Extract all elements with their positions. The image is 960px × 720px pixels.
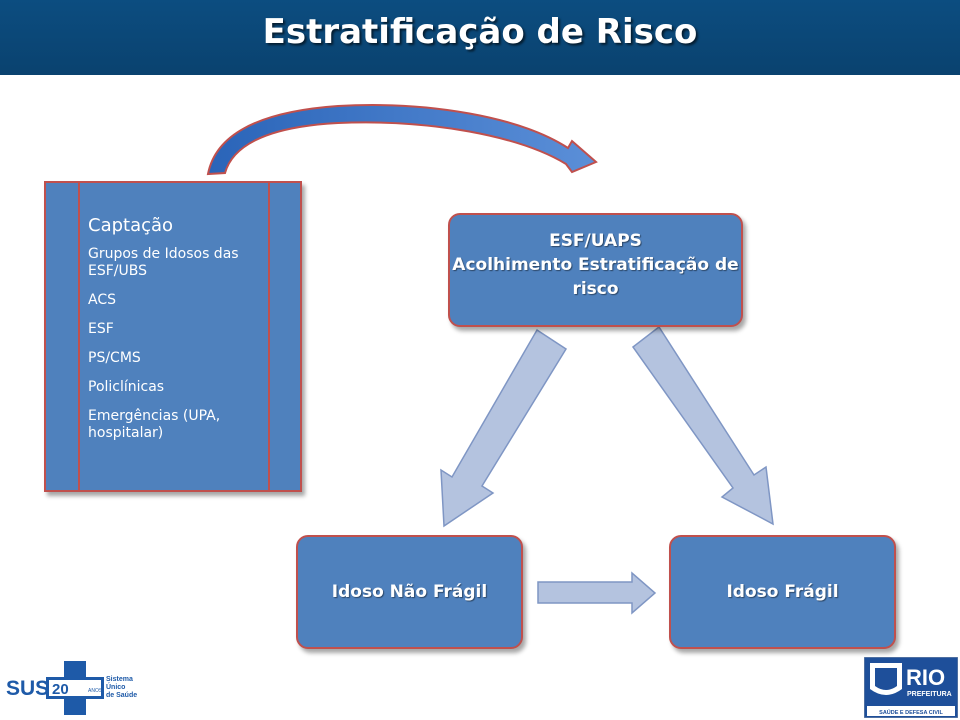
idoso-fragil-box: Idoso Frágil: [669, 535, 896, 649]
captacao-item: Grupos de Idosos das ESF/UBS: [88, 246, 239, 279]
esf-uaps-box: ESF/UAPS Acolhimento Estratificação de r…: [448, 213, 743, 327]
sus-logo-years: 20: [52, 681, 69, 698]
arrow-esf-to-fragil: [631, 325, 774, 526]
sus-logo-name-3: de Saúde: [106, 692, 137, 699]
esf-subtitle: Acolhimento Estratificação de risco: [452, 255, 739, 299]
arrow-nao-fragil-to-fragil: [537, 571, 657, 615]
sus-logo-anos: ANOS: [88, 688, 103, 694]
captacao-item: ESF: [88, 321, 114, 337]
captacao-panel: Captação Grupos de Idosos das ESF/UBS AC…: [44, 181, 302, 492]
esf-title: ESF/UAPS: [549, 231, 642, 251]
sus-20-anos-logo: SUS 20 ANOS Sistema Único de Saúde: [6, 661, 137, 715]
rio-prefeitura-logo: RIO PREFEITURA SAÚDE E DEFESA CIVIL: [864, 657, 958, 718]
rio-logo-dept: SAÚDE E DEFESA CIVIL: [879, 709, 943, 716]
curved-arrow: [206, 104, 598, 176]
captacao-content: Captação Grupos de Idosos das ESF/UBS AC…: [88, 215, 268, 454]
sus-logo-name-2: Único: [106, 682, 125, 691]
arrow-esf-to-nao-fragil: [440, 328, 568, 528]
captacao-item: PS/CMS: [88, 350, 141, 366]
title-bar: Estratificação de Risco: [0, 0, 960, 75]
rio-logo-sub: PREFEITURA: [907, 691, 952, 698]
idoso-nao-fragil-label: Idoso Não Frágil: [331, 582, 488, 602]
rio-logo-text: RIO: [906, 665, 945, 690]
captacao-item: ACS: [88, 292, 116, 308]
panel-divider-right: [268, 183, 270, 490]
captacao-item: Emergências (UPA, hospitalar): [88, 408, 221, 441]
sus-logo-text: SUS: [6, 677, 49, 700]
idoso-fragil-label: Idoso Frágil: [726, 582, 839, 602]
sus-logo-name-1: Sistema: [106, 676, 133, 683]
slide-title: Estratificação de Risco: [262, 12, 698, 52]
panel-divider-left: [78, 183, 80, 490]
idoso-nao-fragil-box: Idoso Não Frágil: [296, 535, 523, 649]
captacao-item: Policlínicas: [88, 379, 165, 395]
captacao-heading: Captação: [88, 215, 174, 236]
